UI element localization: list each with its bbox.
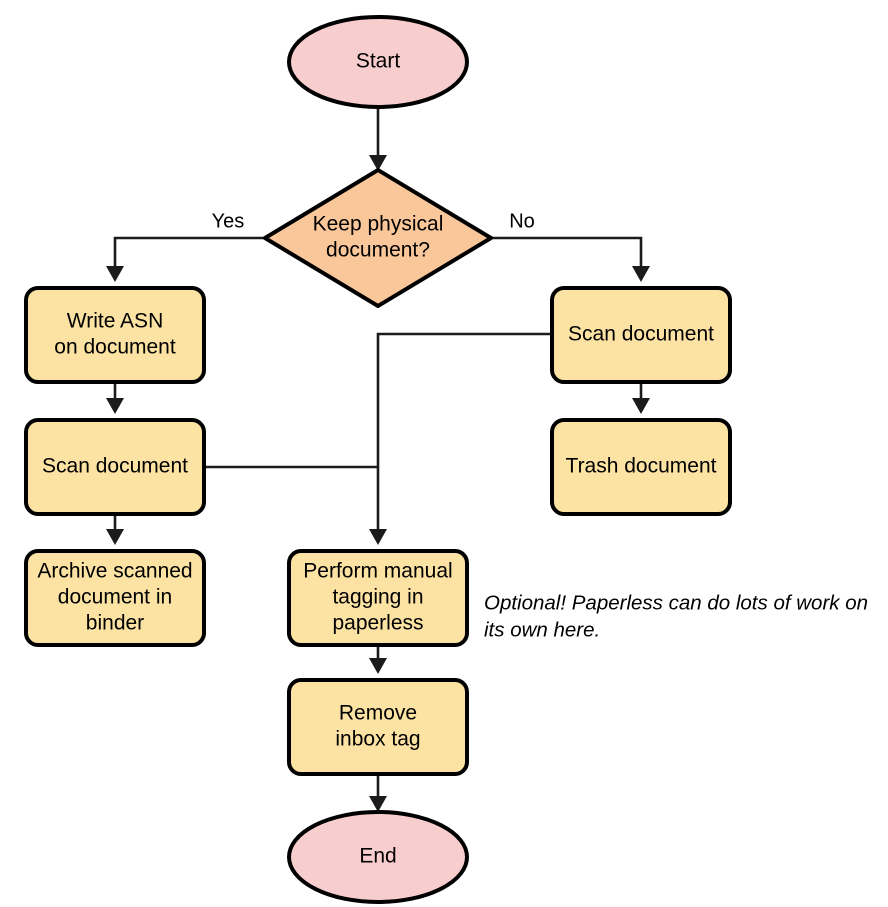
node-trash-document[interactable]: Trash document <box>550 418 732 516</box>
edge-scan-right-to-trash <box>632 382 650 414</box>
annotation-line: Optional! Paperless can do lots of work … <box>484 591 868 614</box>
node-label: End <box>359 845 396 868</box>
node-label: document in <box>58 586 172 609</box>
edge-start-to-decision <box>369 107 387 171</box>
node-label: paperless <box>332 612 423 635</box>
node-start[interactable]: Start <box>287 15 469 109</box>
node-label: inbox tag <box>335 728 420 751</box>
node-label: on document <box>54 336 176 359</box>
node-label: binder <box>86 612 144 635</box>
arrowhead-icon <box>369 529 387 545</box>
arrowhead-icon <box>369 155 387 171</box>
node-label: Keep physical <box>313 213 444 236</box>
arrowhead-icon <box>106 266 124 282</box>
edge-scan-right-to-manual-tagging <box>369 332 552 545</box>
edge-label-decision-no-to-scan-right: No <box>509 210 535 232</box>
node-label: Scan document <box>42 455 188 478</box>
arrowhead-icon <box>106 398 124 414</box>
node-label: Start <box>356 50 401 73</box>
node-shape-rect <box>287 678 469 776</box>
arrowhead-icon <box>106 529 124 545</box>
node-shape-ellipse <box>287 15 469 109</box>
edge-decision-yes-to-write-asn: Yes <box>106 210 265 282</box>
edge-line <box>113 236 265 275</box>
edge-label-decision-yes-to-write-asn: Yes <box>212 210 245 232</box>
node-label: Archive scanned <box>37 560 192 583</box>
node-manual-tagging[interactable]: Perform manual tagging in paperless <box>287 549 469 647</box>
node-scan-document-right[interactable]: Scan document <box>550 286 732 384</box>
edge-line <box>376 332 552 538</box>
edge-decision-no-to-scan-right: No <box>491 210 650 282</box>
node-label: Write ASN <box>67 310 163 333</box>
edge-scan-left-to-archive <box>106 514 124 545</box>
arrowhead-icon <box>369 658 387 674</box>
annotation-optional-note: Optional! Paperless can do lots of work … <box>484 591 868 641</box>
node-end[interactable]: End <box>287 810 469 904</box>
node-write-asn[interactable]: Write ASN on document <box>24 286 206 384</box>
node-shape-rect <box>550 286 732 384</box>
node-label: Remove <box>339 702 417 725</box>
node-label: document? <box>326 239 430 262</box>
node-shape-ellipse <box>287 810 469 904</box>
edge-write-asn-to-scan-left <box>106 382 124 414</box>
edges-layer: Yes No <box>106 107 650 812</box>
arrowhead-icon <box>632 398 650 414</box>
arrowhead-icon <box>632 266 650 282</box>
node-scan-document-left[interactable]: Scan document <box>24 418 206 516</box>
node-shape-rect <box>550 418 732 516</box>
node-archive-binder[interactable]: Archive scanned document in binder <box>24 549 206 647</box>
node-remove-inbox-tag[interactable]: Remove inbox tag <box>287 678 469 776</box>
node-shape-rect <box>24 549 206 647</box>
node-shape-diamond <box>263 168 493 308</box>
node-label: Perform manual <box>303 560 452 583</box>
edge-remove-inbox-to-end <box>369 774 387 812</box>
node-shape-rect <box>24 286 206 384</box>
node-label: tagging in <box>332 586 423 609</box>
annotations-layer: Optional! Paperless can do lots of work … <box>484 591 868 641</box>
node-shape-rect <box>24 418 206 516</box>
annotation-line: its own here. <box>484 618 600 641</box>
arrowhead-icon <box>369 796 387 812</box>
node-shape-rect <box>287 549 469 647</box>
node-label: Scan document <box>568 323 714 346</box>
node-keep-physical[interactable]: Keep physical document? <box>263 168 493 308</box>
edge-manual-tagging-to-remove-inbox <box>369 645 387 674</box>
node-label: Trash document <box>566 455 717 478</box>
edge-line <box>491 236 643 275</box>
